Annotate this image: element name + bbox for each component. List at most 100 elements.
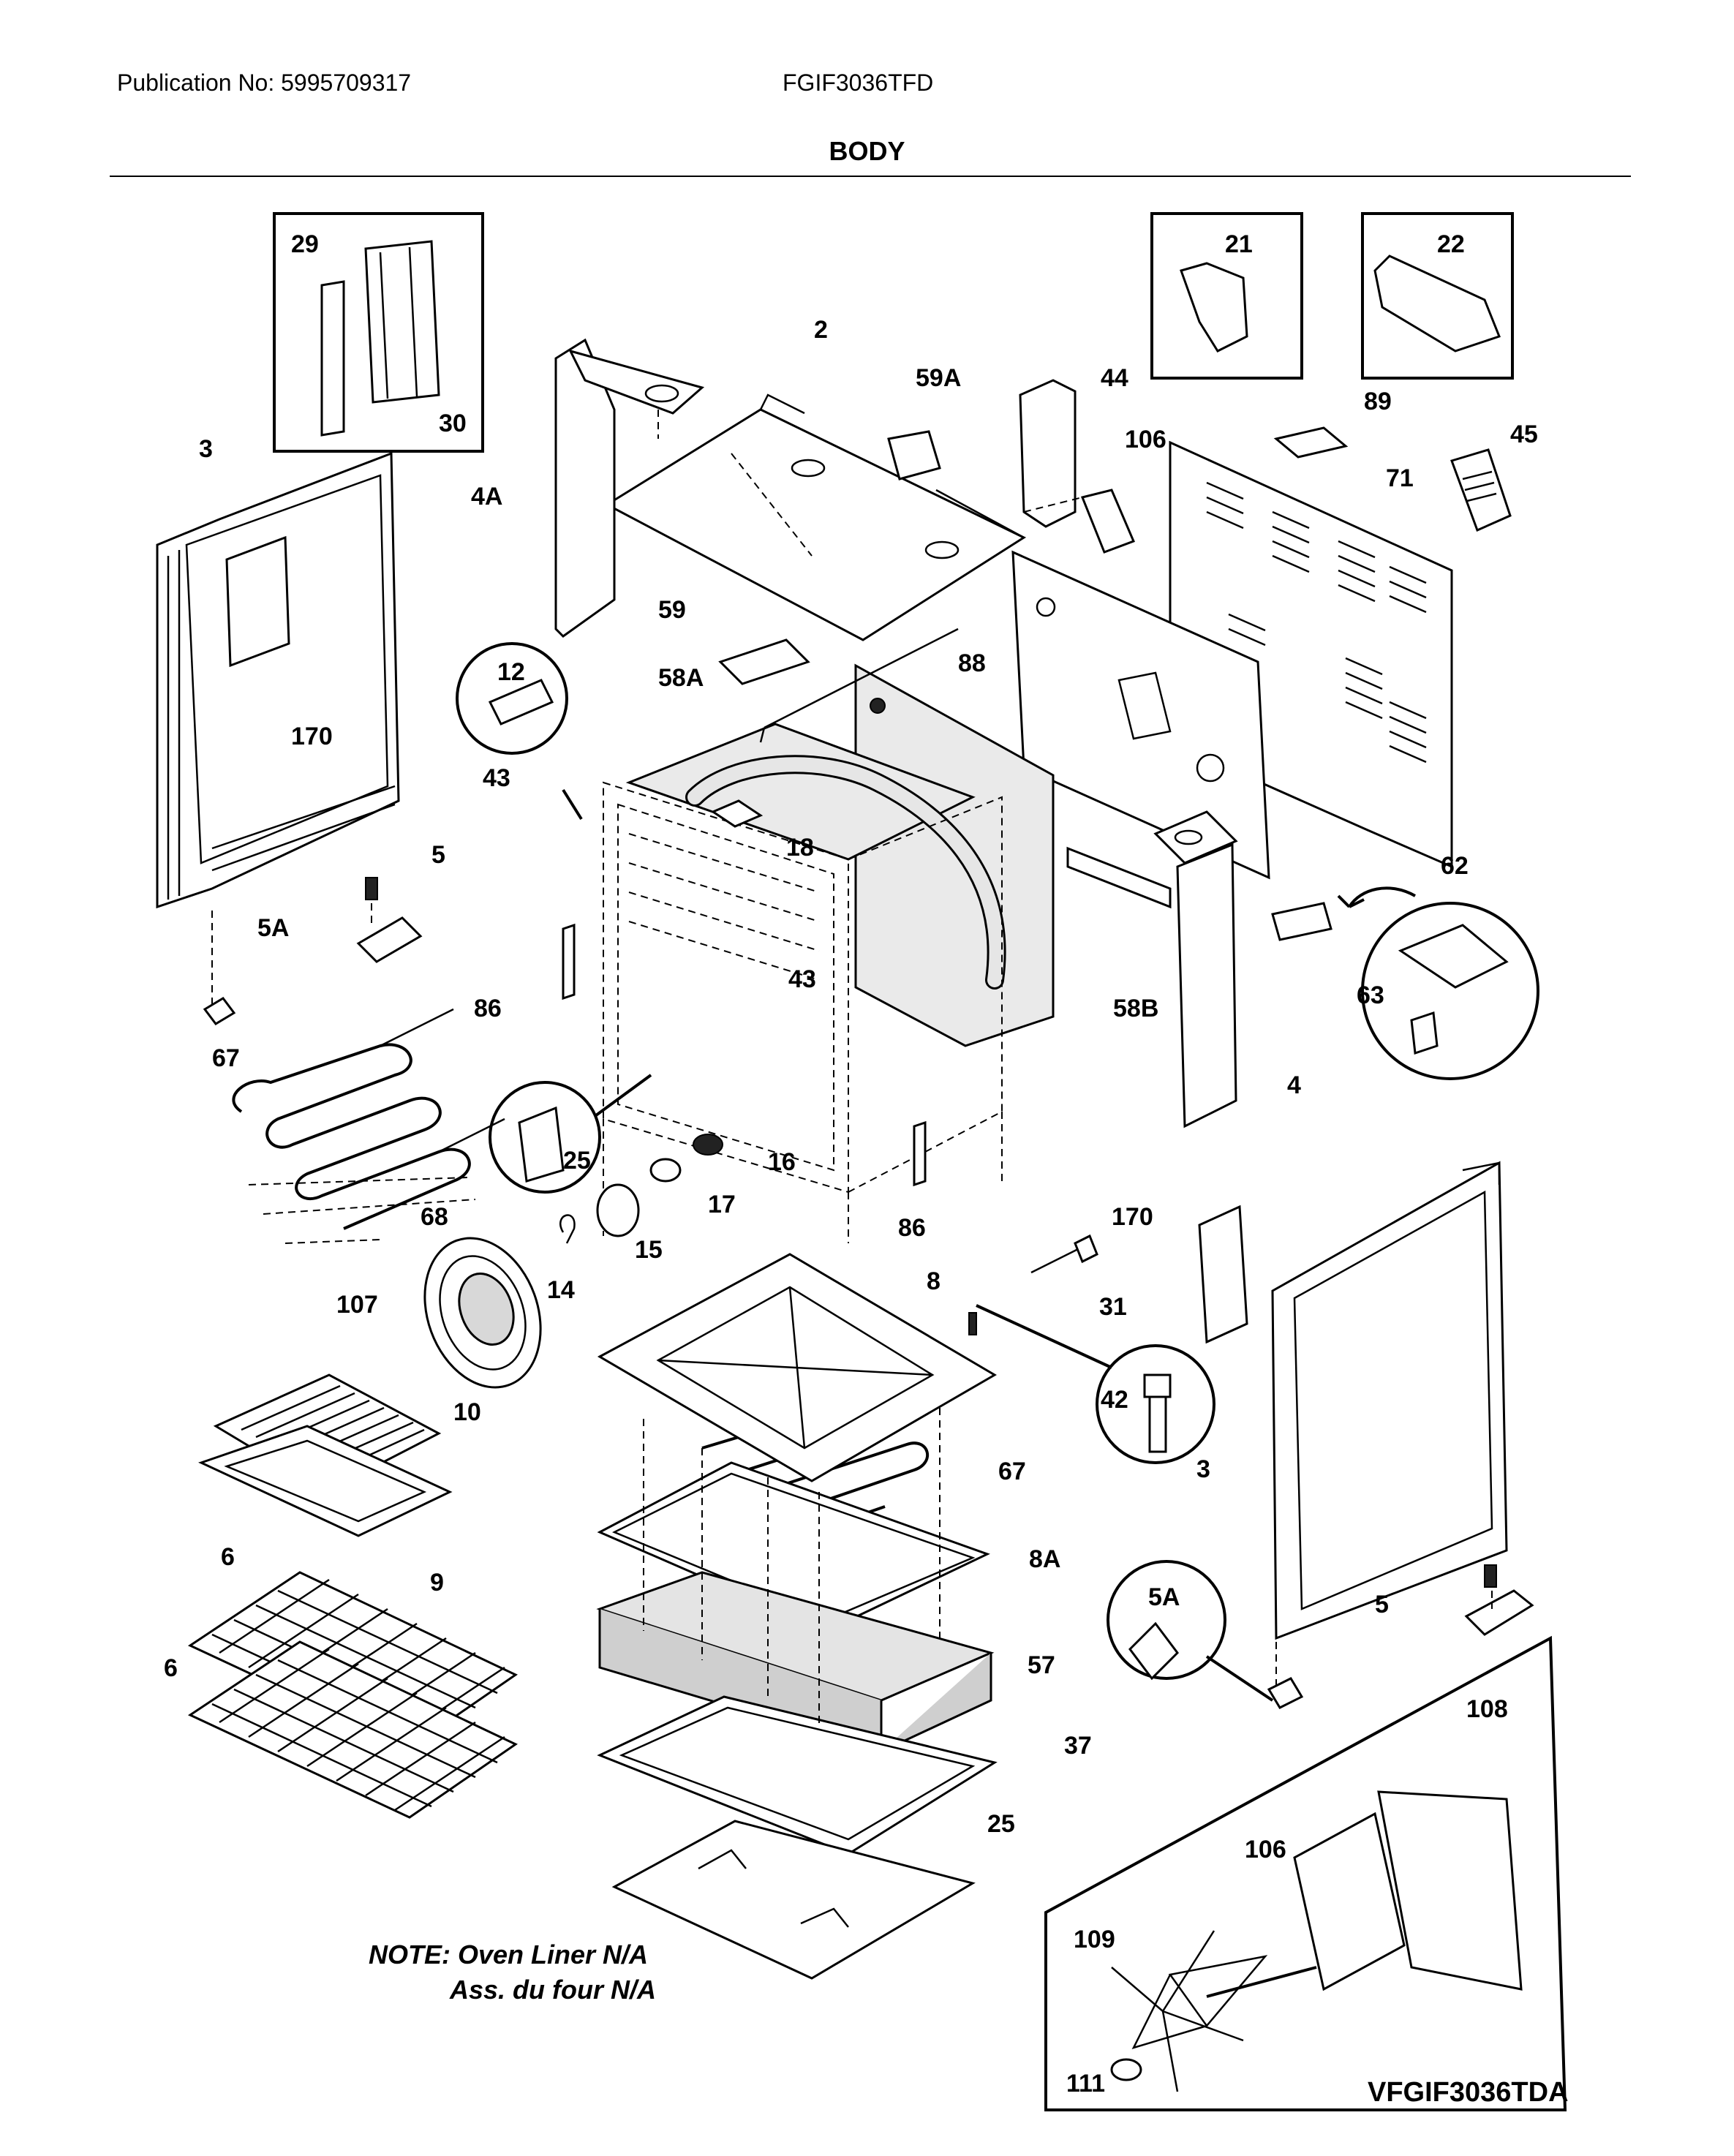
label-17: 14 <box>547 1276 575 1304</box>
label-5-left: 5 <box>431 841 445 869</box>
top-panel-2 <box>604 393 1027 641</box>
screw-43-small <box>968 1312 977 1335</box>
oven-bottom-8 <box>597 1253 997 1482</box>
label-12: 12 <box>497 658 525 686</box>
label-37: 31 <box>1099 1293 1127 1321</box>
label-25: 25 <box>987 1810 1015 1838</box>
label-4: 4 <box>1287 1071 1301 1099</box>
label-8: 8 <box>927 1267 940 1295</box>
label-109: 109 <box>1074 1926 1115 1953</box>
label-67: 67 <box>998 1458 1026 1485</box>
wire-88 <box>759 627 959 743</box>
assembly-lines <box>211 410 1493 1726</box>
label-8A: 8A <box>1029 1545 1060 1573</box>
inset-box-fan-motor <box>1044 1635 1567 2111</box>
label-31: 30 <box>439 410 467 437</box>
label-59: 59 <box>658 596 686 624</box>
inset-box-22 <box>1361 212 1514 380</box>
broil-pan-9 <box>197 1425 453 1537</box>
label-6-bottom: 6 <box>164 1654 178 1682</box>
probe-18 <box>710 799 764 828</box>
label-42: 37 <box>1064 1732 1092 1760</box>
bottom-panel-42 <box>597 1695 998 1855</box>
broil-element-66 <box>232 1008 505 1230</box>
label-14: 16 <box>768 1148 796 1176</box>
lamp-lens-16 <box>596 1183 640 1237</box>
bracket-89 <box>1080 489 1135 554</box>
label-3-right: 3 <box>1196 1455 1210 1483</box>
side-panel-3-left <box>156 451 400 909</box>
callout-circle-12 <box>456 642 583 821</box>
leg-bracket-5A-right <box>1267 1677 1304 1709</box>
sensor-37 <box>1030 1234 1098 1274</box>
label-16: 15 <box>635 1236 663 1264</box>
label-151-left: 170 <box>291 723 333 750</box>
bracket-151-right <box>1198 1205 1248 1344</box>
diagram-code: VFGIF3036TDA <box>1368 2077 1569 2108</box>
label-30: 29 <box>291 230 319 258</box>
label-21: 21 <box>1225 230 1253 258</box>
oven-liner <box>603 781 1003 1243</box>
note-line-1: NOTE: Oven Liner N/A <box>369 1940 649 1970</box>
label-45: 44 <box>1101 364 1128 392</box>
oven-rack-6-bottom <box>187 1640 518 1819</box>
label-59A: 59A <box>916 364 961 392</box>
leg-bracket-5A-left <box>203 997 236 1025</box>
label-107: 107 <box>336 1291 378 1319</box>
bracket-170-right <box>1464 1589 1534 1636</box>
label-5-right: 5 <box>1375 1591 1389 1618</box>
section-title: BODY <box>829 136 905 166</box>
terminal-block <box>1271 902 1332 941</box>
label-6-top: 6 <box>221 1543 235 1571</box>
label-58: 57 <box>1028 1651 1055 1679</box>
callout-circle-62 <box>1337 886 1539 1080</box>
lamp-socket-14 <box>693 1134 723 1156</box>
duct-59 <box>718 638 810 685</box>
label-86-right: 86 <box>898 1214 926 1242</box>
label-89: 106 <box>1125 426 1166 453</box>
label-5A-left: 5A <box>257 914 289 942</box>
fan-cover-107 <box>423 1237 542 1389</box>
label-43: 42 <box>1101 1386 1128 1414</box>
label-10: 10 <box>453 1398 481 1426</box>
label-57: 45 <box>1510 421 1538 448</box>
cover-57 <box>1450 448 1512 532</box>
shield-68 <box>248 1177 476 1244</box>
label-29: 25 <box>563 1147 591 1175</box>
leveler-5-right <box>1484 1564 1497 1588</box>
label-63: 63 <box>1357 981 1384 1009</box>
inset-box-21 <box>1150 212 1303 380</box>
bracket-87 <box>1273 426 1349 459</box>
label-2: 2 <box>814 316 828 344</box>
label-88: 88 <box>958 649 986 677</box>
bracket-86-left <box>562 923 576 1000</box>
header-divider <box>110 176 1631 177</box>
inner-back-panel <box>1011 550 1270 880</box>
label-5A-right: 5A <box>1148 1583 1180 1611</box>
label-71: 71 <box>1386 464 1414 492</box>
side-panel-3-right <box>1271 1161 1508 1640</box>
label-151-right: 170 <box>1112 1203 1153 1231</box>
bracket-59A <box>887 430 941 480</box>
label-9: 9 <box>430 1569 444 1597</box>
bottom-cover-25 <box>611 1820 976 1980</box>
callout-circle-5A <box>1107 1560 1274 1702</box>
label-58B: 58B <box>1113 995 1158 1022</box>
bracket-86-right <box>913 1120 927 1187</box>
front-frame-4 <box>1153 810 1238 1128</box>
note-line-2: Ass. du four N/A <box>450 1975 657 2005</box>
label-4A: 4A <box>471 483 502 510</box>
label-111: 111 <box>1066 2070 1105 2097</box>
label-3-left: 3 <box>199 435 213 463</box>
label-62: 62 <box>1441 852 1469 880</box>
bracket-170-left <box>356 916 423 963</box>
model-number: FGIF3036TFD <box>783 69 934 96</box>
bracket-151-left <box>225 535 290 668</box>
label-66: 67 <box>212 1044 240 1072</box>
brace-1 <box>1066 846 1172 909</box>
side-panel-4A <box>554 338 705 638</box>
wire-clip-17 <box>559 1214 576 1244</box>
label-44-mid: 43 <box>788 965 816 993</box>
label-87: 89 <box>1364 388 1392 415</box>
